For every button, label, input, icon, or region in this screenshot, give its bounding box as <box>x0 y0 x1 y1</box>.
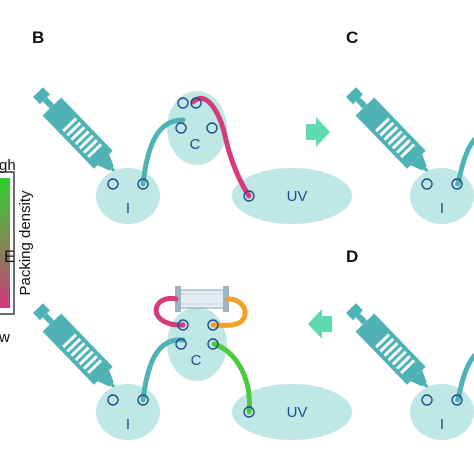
panel-c: C I <box>306 28 474 224</box>
port-icons <box>421 394 463 406</box>
tube-teal <box>455 137 474 187</box>
uv-detector-cell <box>232 384 352 440</box>
syringe-icon <box>28 83 128 185</box>
colorbar-axis-label: Packing density <box>17 190 34 296</box>
tube-magenta <box>190 96 252 199</box>
syringe-icon <box>28 299 128 401</box>
packing-density-colorbar: gh w Packing density <box>0 157 34 346</box>
port-icons <box>107 319 255 418</box>
panel-c-label: C <box>346 28 358 47</box>
tube-magenta <box>153 295 186 328</box>
panel-b-label: B <box>32 28 44 47</box>
colorbar-gradient <box>0 178 10 308</box>
injector-label: I <box>126 416 130 433</box>
colorbar-low-label: w <box>0 329 10 346</box>
column-label: C <box>191 352 202 369</box>
colorbar-high-label: gh <box>0 157 16 174</box>
tube-orange <box>210 296 248 328</box>
uv-detector-cell <box>232 168 352 224</box>
injector-label: I <box>126 200 130 217</box>
injector-label: I <box>440 200 444 217</box>
arrow-right-icon <box>306 117 330 147</box>
uv-label: UV <box>287 404 308 421</box>
arrow-left-icon <box>308 309 332 339</box>
port-icons <box>107 97 255 202</box>
injector-label: I <box>440 416 444 433</box>
panel-d: D I <box>308 247 474 440</box>
syringe-icon <box>341 299 441 401</box>
colorbar-frame <box>0 171 15 315</box>
panel-e: E I C UV <box>4 247 352 440</box>
tube-teal <box>140 337 186 403</box>
packing-column-icon <box>175 286 229 312</box>
uv-label: UV <box>287 188 308 205</box>
panel-b: B I C UV <box>28 28 352 224</box>
tube-teal <box>455 353 474 403</box>
port-icons <box>421 178 463 190</box>
tube-teal <box>140 117 186 187</box>
column-label: C <box>190 136 201 153</box>
panel-d-label: D <box>346 247 358 266</box>
panel-e-label: E <box>4 247 15 266</box>
syringe-icon <box>341 83 441 185</box>
